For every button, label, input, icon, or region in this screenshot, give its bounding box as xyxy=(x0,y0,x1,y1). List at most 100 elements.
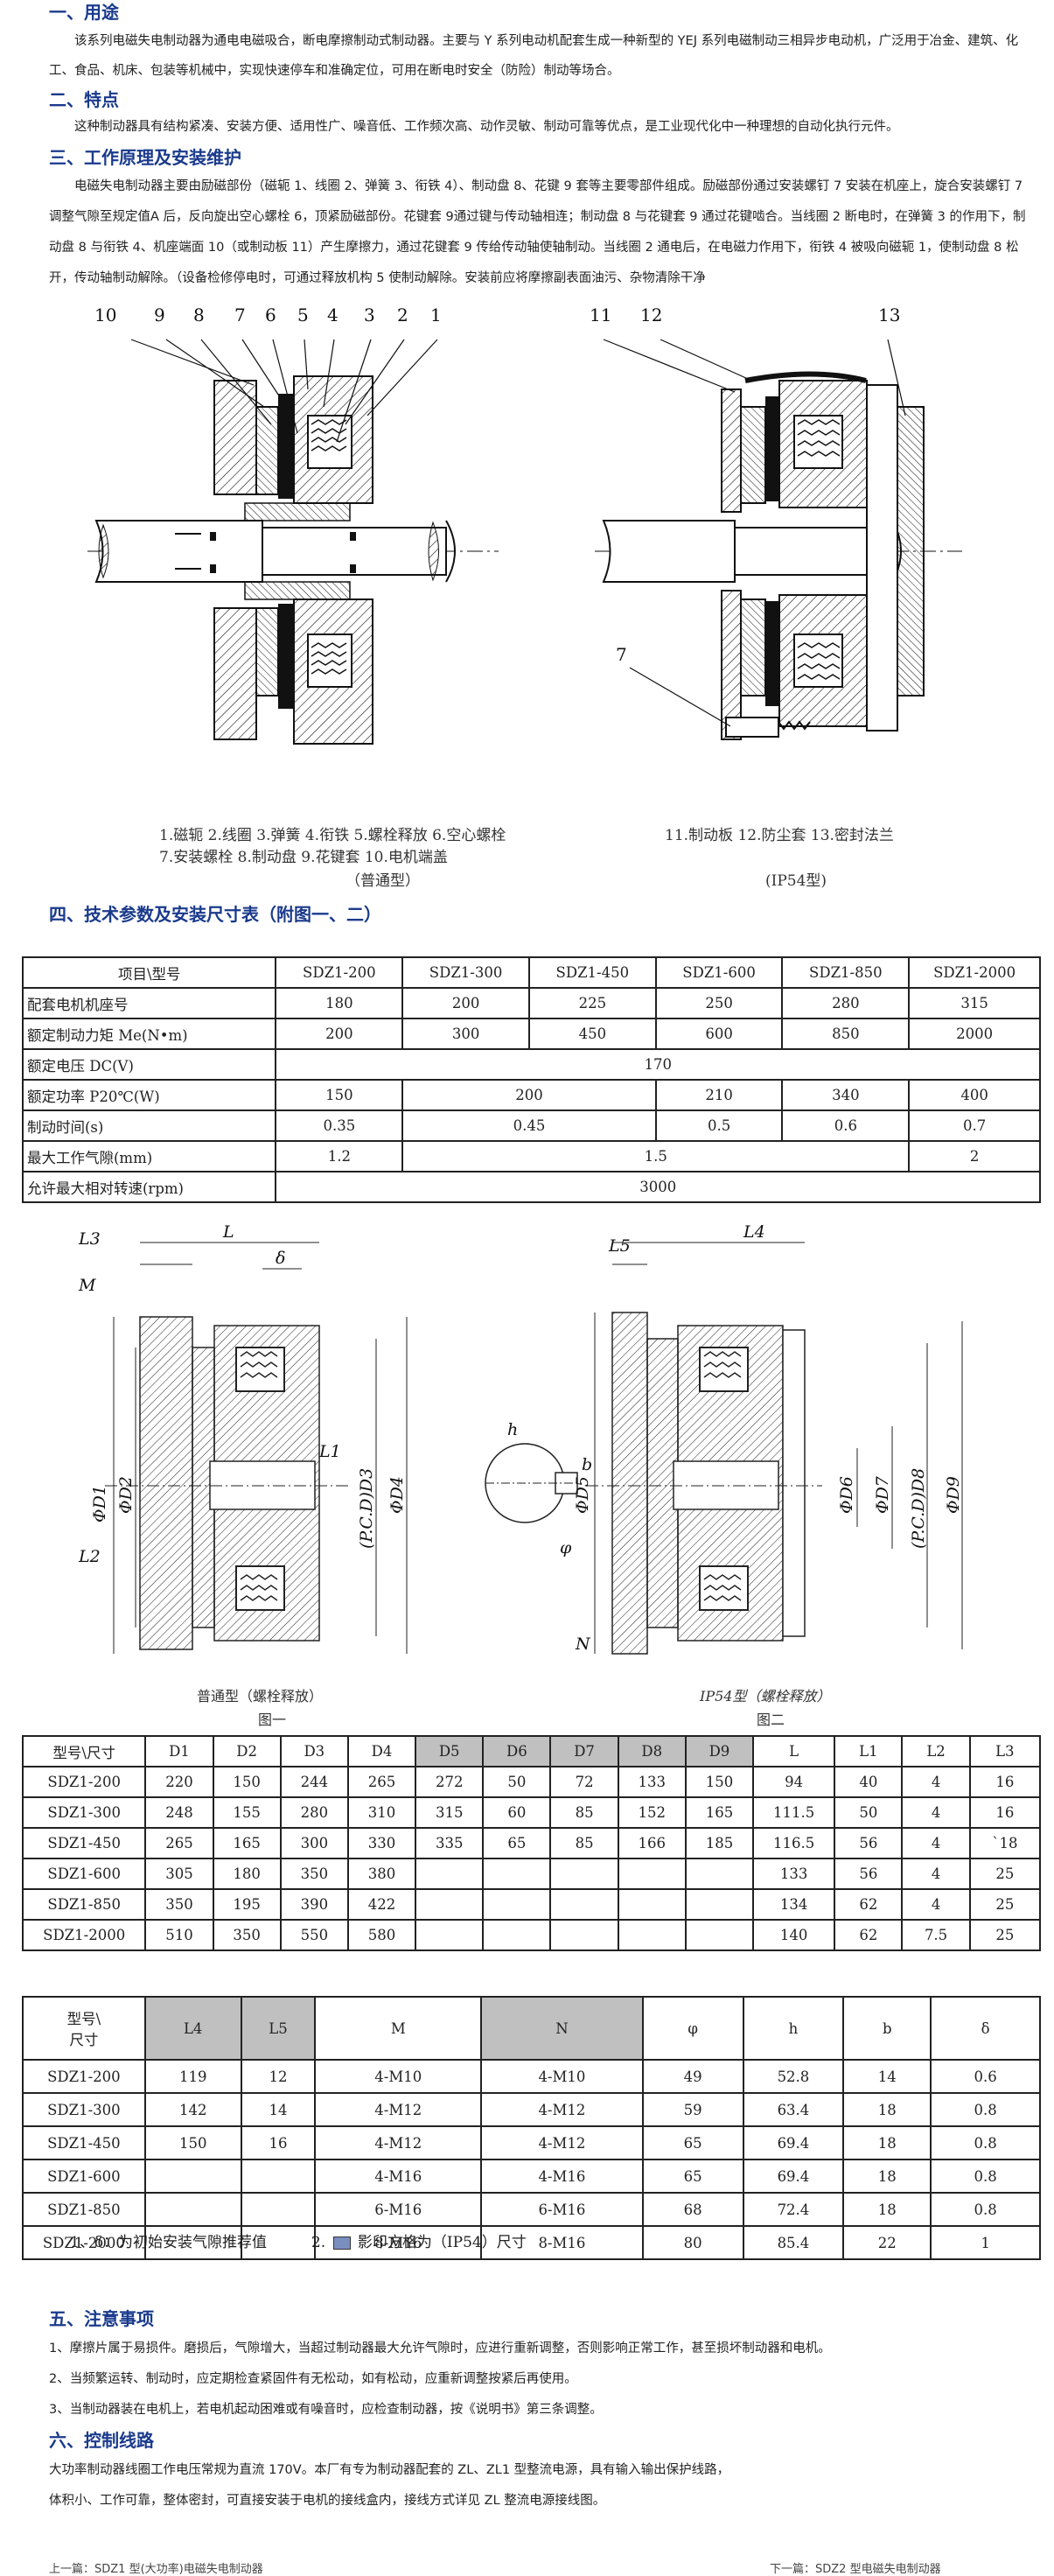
table-cell: 450 xyxy=(527,1018,657,1050)
note-2: 影印方格为（IP54）尺寸 xyxy=(357,2234,527,2251)
table-cell: 18 xyxy=(842,2159,932,2194)
table-header-cell: L xyxy=(752,1735,836,1768)
table-header-cell: 型号\尺寸 xyxy=(22,1996,146,2061)
dim-label-D3: (P.C.D)D3 xyxy=(357,1468,376,1549)
section-2-text: 这种制动器具有结构紧凑、安装方便、适用性广、噪音低、工作频次高、动作灵敏、制动可… xyxy=(74,120,899,134)
note-line: 1、δ：为初始安装气隙推荐值 2. 影印方格为（IP54）尺寸 xyxy=(70,2230,527,2251)
legend-ip54-line-1: 11.制动板 12.防尘套 13.密封法兰 xyxy=(665,827,894,844)
table-cell xyxy=(617,1858,687,1890)
table-header-cell: D6 xyxy=(482,1735,552,1768)
table-cell: 4-M12 xyxy=(480,2125,644,2160)
figure-2-caption: IP54型（螺栓释放） xyxy=(700,1688,831,1704)
table-header-cell: D2 xyxy=(212,1735,282,1768)
part-number-6: 6 xyxy=(265,304,276,326)
dim-label-D9: ΦD9 xyxy=(944,1476,963,1514)
table-header-cell: b xyxy=(842,1996,932,2061)
table-cell: SDZ1-850 xyxy=(22,2192,146,2227)
table-header-cell: SDZ1-850 xyxy=(781,956,911,989)
dim-label-L1: L1 xyxy=(318,1442,341,1461)
table-cell xyxy=(617,1919,687,1951)
table-cell: 65 xyxy=(641,2159,744,2194)
table-cell: 300 xyxy=(401,1018,530,1050)
table-cell xyxy=(415,1888,485,1921)
table-cell: 69.4 xyxy=(742,2159,845,2194)
table-cell: `18 xyxy=(968,1827,1042,1859)
table-cell: 315 xyxy=(908,987,1041,1019)
section-5-title: 五、注意事项 xyxy=(49,2308,154,2329)
table-header-cell: SDZ1-450 xyxy=(527,956,657,989)
table-cell: 330 xyxy=(346,1827,417,1859)
table-cell: 272 xyxy=(415,1766,485,1798)
table-cell: 422 xyxy=(346,1888,417,1921)
next-article-link[interactable]: 下一篇：SDZ2 型电磁失电制动器 xyxy=(770,2563,941,2576)
figure-1-drawing xyxy=(105,1242,408,1654)
table-cell: 0.8 xyxy=(930,2159,1041,2194)
table-cell xyxy=(617,1888,687,1921)
table-cell: 68 xyxy=(641,2192,744,2227)
table-cell: 80 xyxy=(641,2225,744,2260)
table-row: 型号\尺寸 L4 L5 M N φ h b δ xyxy=(22,1996,1041,2061)
table-cell: 119 xyxy=(143,2059,242,2094)
ip54-swatch-icon xyxy=(332,2236,351,2250)
table-row: 制动时间(s) 0.35 0.45 0.5 0.6 0.7 xyxy=(21,1110,1041,1142)
table-header-cell: φ xyxy=(641,1996,744,2061)
table-cell: 300 xyxy=(279,1827,349,1859)
table-cell: 200 xyxy=(401,1079,657,1111)
table-cell: 16 xyxy=(240,2125,317,2160)
table-cell: 155 xyxy=(212,1796,282,1829)
part-number-3: 3 xyxy=(364,304,375,326)
table-cell: 0.7 xyxy=(908,1110,1041,1142)
table-row: 项目\型号 SDZ1-200 SDZ1-300 SDZ1-450 SDZ1-60… xyxy=(21,956,1041,989)
table-row: 额定功率 P20℃(W) 150 200 210 340 400 xyxy=(21,1079,1041,1111)
table-cell: 50 xyxy=(834,1796,904,1829)
table-row: 最大工作气隙(mm) 1.2 1.5 2 xyxy=(21,1140,1041,1172)
note-1: 1、δ：为初始安装气隙推荐值 xyxy=(70,2234,268,2251)
table-cell: 16 xyxy=(968,1796,1042,1829)
table-cell: 0.35 xyxy=(275,1110,404,1142)
table-cell: 52.8 xyxy=(742,2059,845,2094)
table-cell: 600 xyxy=(654,1018,784,1050)
legend-normal-line-1: 1.磁轭 2.线圈 3.弹簧 4.衔铁 5.螺栓释放 6.空心螺栓 xyxy=(159,827,506,844)
table-cell xyxy=(482,1888,552,1921)
header-model: 型号\ xyxy=(66,2011,101,2027)
legend-normal-type: （普通型） xyxy=(346,872,420,890)
table-cell xyxy=(143,2159,242,2194)
table-cell: 1.2 xyxy=(275,1140,404,1172)
table-cell: 14 xyxy=(240,2092,317,2127)
section-6-text-1: 大功率制动器线圈工作电压常规为直流 170V。本厂有专为制动器配套的 ZL、ZL… xyxy=(49,2463,730,2477)
table-cell: 4 xyxy=(901,1766,971,1798)
part-number-11: 11 xyxy=(590,304,611,326)
previous-article-link[interactable]: 上一篇：SDZ1 型(大功率)电磁失电制动器 xyxy=(49,2563,263,2576)
table-cell: 72 xyxy=(549,1766,619,1798)
table-cell: 142 xyxy=(143,2092,242,2127)
section-5-item-1: 1、摩擦片属于易损件。磨损后，气隙增大，当超过制动器最大允许气隙时，应进行重新调… xyxy=(49,2342,831,2356)
table-header-cell: M xyxy=(314,1996,483,2061)
table-cell: SDZ1-2000 xyxy=(22,2225,146,2260)
dim-label-N: N xyxy=(575,1634,591,1654)
figure-2-drawing xyxy=(586,1242,963,1655)
table-cell: 315 xyxy=(415,1796,485,1829)
dim-label-D6: ΦD6 xyxy=(837,1476,856,1514)
table-cell: 350 xyxy=(144,1888,214,1921)
table-cell: 280 xyxy=(781,987,911,1019)
table-cell: 200 xyxy=(275,1018,404,1050)
table-cell: 335 xyxy=(415,1827,485,1859)
table-cell: 265 xyxy=(346,1766,417,1798)
table-cell: 0.8 xyxy=(930,2092,1041,2127)
table-cell: 140 xyxy=(752,1919,836,1951)
table-header-cell: N xyxy=(480,1996,644,2061)
section-1-text: 该系列电磁失电制动器为通电电磁吸合，断电摩擦制动式制动器。主要与 Y 系列电动机… xyxy=(49,34,1019,78)
table-cell: 580 xyxy=(346,1919,417,1951)
ip54-type-part-numbers: 11 12 13 7 xyxy=(590,304,900,665)
table-cell: 69.4 xyxy=(742,2125,845,2160)
table-cell xyxy=(482,1919,552,1951)
table-cell: 40 xyxy=(834,1766,904,1798)
table-cell: 1.5 xyxy=(401,1140,911,1172)
